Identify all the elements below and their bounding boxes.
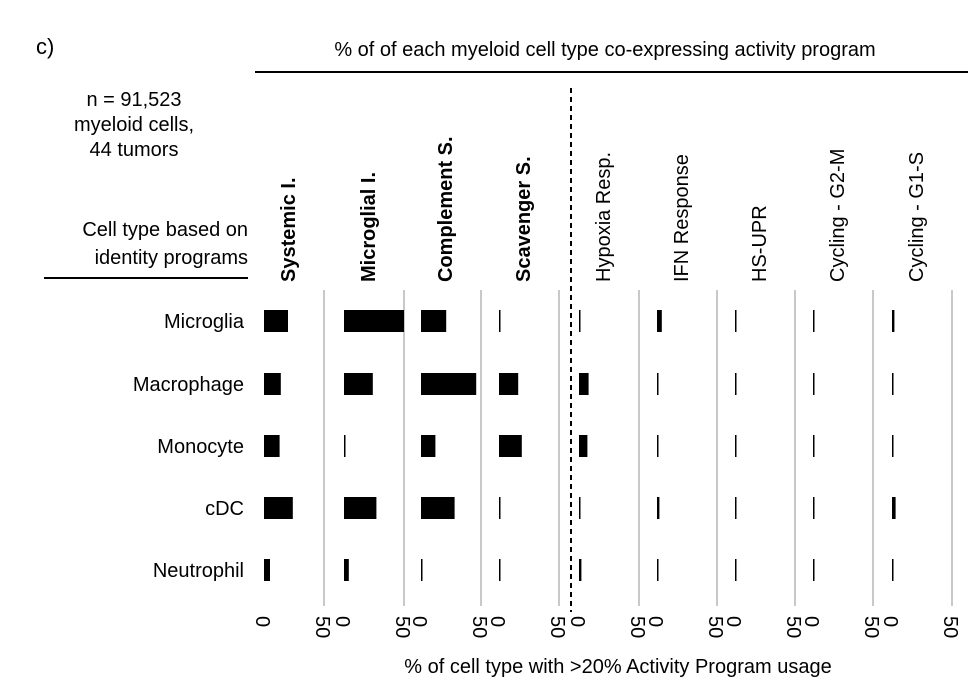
bar-microglial-i-cdc <box>344 497 377 519</box>
bar-cycling---g1-s-macrophage <box>892 373 894 395</box>
bar-microglial-i-neutrophil <box>344 559 349 581</box>
bar-microglial-i-monocyte <box>344 435 346 457</box>
tick-label-ifn-response-50: 50 <box>704 616 726 638</box>
series-header-hs-upr: HS-UPR <box>749 205 771 282</box>
x-axis-label: % of cell type with >20% Activity Progra… <box>404 656 831 678</box>
bar-ifn-response-microglia <box>657 310 662 332</box>
bar-systemic-i-macrophage <box>264 373 281 395</box>
bar-hypoxia-resp-neutrophil <box>579 559 582 581</box>
bar-cycling---g1-s-microglia <box>892 310 895 332</box>
bar-ifn-response-monocyte <box>657 435 659 457</box>
bar-cycling---g2-m-neutrophil <box>813 559 815 581</box>
series-header-hypoxia-resp: Hypoxia Resp. <box>593 152 615 282</box>
info-line-1: n = 91,523 <box>86 89 181 111</box>
tick-label-microglial-i-50: 50 <box>391 616 413 638</box>
bar-ifn-response-macrophage <box>657 373 659 395</box>
bar-microglial-i-macrophage <box>344 373 373 395</box>
bar-complement-s-neutrophil <box>421 559 423 581</box>
bar-scavenger-s-macrophage <box>499 373 519 395</box>
bar-hypoxia-resp-monocyte <box>579 435 588 457</box>
tick-label-hypoxia-resp-50: 50 <box>626 616 648 638</box>
bar-complement-s-microglia <box>421 310 447 332</box>
tick-label-systemic-i-0: 0 <box>251 616 273 627</box>
bar-complement-s-cdc <box>421 497 455 519</box>
series-header-scavenger-s: Scavenger S. <box>513 156 535 282</box>
category-label-neutrophil: Neutrophil <box>153 560 244 582</box>
tick-label-microglial-i-0: 0 <box>331 616 353 627</box>
category-label-cdc: cDC <box>205 498 244 520</box>
info-line-2: myeloid cells, <box>74 114 194 136</box>
info-line-3: 44 tumors <box>90 139 179 161</box>
bar-ifn-response-cdc <box>657 497 660 519</box>
tick-label-scavenger-s-50: 50 <box>546 616 568 638</box>
bar-complement-s-monocyte <box>421 435 436 457</box>
tick-label-complement-s-50: 50 <box>468 616 490 638</box>
tick-label-cycling---g1-s-50: 50 <box>939 616 961 638</box>
bar-systemic-i-monocyte <box>264 435 280 457</box>
bar-cycling---g2-m-monocyte <box>813 435 815 457</box>
tick-label-cycling---g2-m-50: 50 <box>860 616 882 638</box>
bar-ifn-response-neutrophil <box>657 559 659 581</box>
bar-scavenger-s-microglia <box>499 310 501 332</box>
bar-systemic-i-neutrophil <box>264 559 270 581</box>
bar-hs-upr-neutrophil <box>735 559 737 581</box>
tick-label-hs-upr-50: 50 <box>782 616 804 638</box>
bar-hypoxia-resp-microglia <box>579 310 581 332</box>
bar-cycling---g2-m-microglia <box>813 310 815 332</box>
bar-cycling---g2-m-macrophage <box>813 373 815 395</box>
bar-hs-upr-microglia <box>735 310 737 332</box>
bar-hs-upr-cdc <box>735 497 737 519</box>
bar-cycling---g1-s-cdc <box>892 497 896 519</box>
tick-label-hypoxia-resp-0: 0 <box>566 616 588 627</box>
series-header-complement-s: Complement S. <box>435 136 457 282</box>
panel-label: c) <box>36 34 54 59</box>
bar-microglial-i-microglia <box>344 310 404 332</box>
bar-cycling---g2-m-cdc <box>813 497 815 519</box>
bar-hypoxia-resp-cdc <box>579 497 581 519</box>
bar-systemic-i-cdc <box>264 497 293 519</box>
category-label-macrophage: Macrophage <box>133 374 244 396</box>
bar-hs-upr-macrophage <box>735 373 737 395</box>
row-header-line-2: identity programs <box>95 247 248 269</box>
tick-label-systemic-i-50: 50 <box>311 616 333 638</box>
series-header-ifn-response: IFN Response <box>671 154 693 282</box>
chart-title: % of of each myeloid cell type co-expres… <box>334 39 875 61</box>
bar-hs-upr-monocyte <box>735 435 737 457</box>
tick-label-hs-upr-0: 0 <box>722 616 744 627</box>
category-label-microglia: Microglia <box>164 311 245 333</box>
tick-label-cycling---g1-s-0: 0 <box>879 616 901 627</box>
series-header-cycling---g2-m: Cycling - G2-M <box>827 149 849 282</box>
tick-label-complement-s-0: 0 <box>408 616 430 627</box>
row-header-line-1: Cell type based on <box>82 219 248 241</box>
series-header-microglial-i: Microglial I. <box>358 172 380 282</box>
bar-scavenger-s-cdc <box>499 497 501 519</box>
category-label-monocyte: Monocyte <box>157 436 244 458</box>
tick-label-scavenger-s-0: 0 <box>486 616 508 627</box>
bar-complement-s-macrophage <box>421 373 477 395</box>
bar-cycling---g1-s-monocyte <box>892 435 894 457</box>
series-header-systemic-i: Systemic I. <box>278 177 300 282</box>
bar-systemic-i-microglia <box>264 310 288 332</box>
bar-scavenger-s-neutrophil <box>499 559 501 581</box>
tick-label-ifn-response-0: 0 <box>644 616 666 627</box>
tick-label-cycling---g2-m-0: 0 <box>800 616 822 627</box>
series-header-cycling---g1-s: Cycling - G1-S <box>906 152 928 282</box>
bar-hypoxia-resp-macrophage <box>579 373 589 395</box>
bar-cycling---g1-s-neutrophil <box>892 559 894 581</box>
bar-scavenger-s-monocyte <box>499 435 522 457</box>
